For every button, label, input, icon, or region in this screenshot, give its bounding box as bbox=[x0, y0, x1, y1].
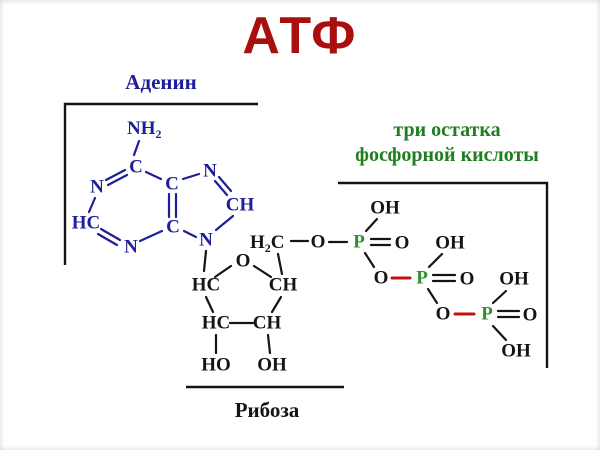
atom-p2-double-o: O bbox=[459, 268, 475, 290]
atom-n1: N bbox=[90, 176, 104, 198]
atom-c6: C bbox=[129, 156, 143, 178]
phosphates-label-line2: фосфорной кислоты bbox=[355, 144, 539, 166]
atom-ester-o: O bbox=[310, 231, 326, 253]
bond-n7-c8-a bbox=[217, 175, 233, 193]
bond-nh2-c6 bbox=[132, 139, 141, 157]
bond-n9-c4 bbox=[182, 229, 198, 239]
bond-p2-oh bbox=[427, 252, 444, 269]
atom-c2: HC bbox=[71, 212, 101, 234]
atom-p1-double-o: O bbox=[394, 232, 410, 254]
atom-ribose-c3: HC bbox=[201, 312, 231, 334]
phosphates-label: три остатка фосфорной кислоты bbox=[355, 118, 539, 168]
atom-p1-oh: OH bbox=[370, 197, 400, 219]
atom-n7: N bbox=[203, 160, 217, 182]
bond-p1-bridgeo1 bbox=[363, 251, 376, 269]
page-title: АТФ bbox=[242, 7, 358, 65]
atom-h2c-sub: 2 bbox=[264, 241, 271, 255]
bond-c4-c2 bbox=[270, 295, 283, 314]
atom-c8: CH bbox=[225, 194, 255, 216]
atom-nh2-main: NH bbox=[127, 118, 156, 139]
phosphates-bracket bbox=[338, 181, 549, 368]
atom-ribose-ho: HO bbox=[201, 354, 231, 376]
atom-h2c-h: H bbox=[250, 232, 265, 253]
atom-p3-oh-bottom: OH bbox=[501, 340, 531, 362]
bond-ringo-c4 bbox=[252, 264, 273, 279]
atom-p3: P bbox=[481, 303, 493, 325]
ribose-label: Рибоза bbox=[234, 398, 300, 422]
bond-c6-n1-b bbox=[106, 173, 129, 187]
atom-ribose-c2: CH bbox=[252, 312, 282, 334]
bond-c5-c6 bbox=[144, 170, 163, 181]
atom-bridge-o1: O bbox=[373, 267, 389, 289]
atom-n9: N bbox=[199, 229, 213, 251]
bond-c1-c3 bbox=[204, 295, 215, 314]
bond-n3-c4 bbox=[138, 229, 164, 243]
bond-c4-h2c bbox=[276, 252, 284, 276]
phosphates-label-line1: три остатка bbox=[393, 119, 501, 141]
atom-h2c: H2C bbox=[250, 232, 285, 255]
atom-n3: N bbox=[124, 236, 138, 258]
atom-c5: C bbox=[165, 173, 179, 195]
adenine-bonds bbox=[87, 139, 235, 247]
bond-n1-c2 bbox=[87, 196, 97, 214]
atom-p2-oh: OH bbox=[435, 232, 465, 254]
bond-p3-ohbottom bbox=[491, 324, 508, 342]
atom-p1: P bbox=[353, 231, 365, 253]
bond-n7-c8-b bbox=[213, 179, 229, 197]
bond-n9-c1 bbox=[202, 249, 208, 273]
ribose-bonds bbox=[202, 239, 310, 355]
atom-ribose-oh: OH bbox=[257, 354, 287, 376]
atom-c4: C bbox=[166, 216, 180, 238]
atom-ribose-c4: CH bbox=[268, 274, 298, 296]
atom-nh2-sub: 2 bbox=[155, 127, 162, 141]
atom-h2c-c: C bbox=[270, 232, 285, 253]
atom-p2: P bbox=[416, 267, 428, 289]
atom-bridge-o2: O bbox=[435, 303, 451, 325]
adenine-bracket bbox=[63, 102, 258, 265]
bond-c2-n3-b bbox=[96, 232, 119, 247]
bond-c2-n3-a bbox=[99, 227, 122, 242]
adenine-label: Аденин bbox=[125, 70, 197, 94]
atom-p3-double-o: O bbox=[522, 304, 538, 326]
bond-p1-oh bbox=[364, 217, 379, 233]
bond-c2-oh bbox=[266, 333, 272, 355]
bond-c8-n9 bbox=[214, 214, 235, 232]
phosphate-bonds bbox=[327, 217, 521, 342]
atom-p3-oh-top: OH bbox=[499, 268, 529, 290]
bond-c6-n1-a bbox=[104, 168, 127, 182]
atom-nh2: NH2 bbox=[127, 118, 162, 141]
atom-ring-o: O bbox=[235, 250, 251, 272]
bond-p3-ohtop bbox=[491, 289, 508, 305]
bond-p2-bridgeo2 bbox=[426, 287, 439, 305]
atom-ribose-c1: HC bbox=[191, 274, 221, 296]
bond-c5-n7 bbox=[181, 172, 201, 181]
bond-c1-ringo bbox=[213, 264, 233, 279]
